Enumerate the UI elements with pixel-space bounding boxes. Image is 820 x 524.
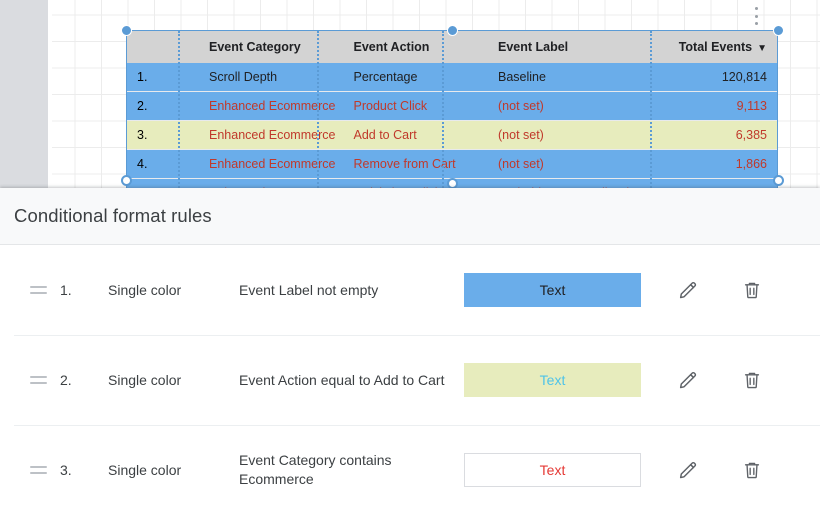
selection-handle-bottom-right[interactable] <box>773 175 784 186</box>
column-header-event-category[interactable]: Event Category <box>199 31 344 63</box>
table-cell-index: 4. <box>127 149 199 179</box>
report-canvas: Event Category Event Action Event Label … <box>0 0 820 188</box>
rule-index: 1. <box>60 282 72 298</box>
table-header-row: Event Category Event Action Event Label … <box>127 31 777 63</box>
table-cell-event-label: Android Tone Hoodie Black <box>488 178 633 188</box>
column-header-total-events[interactable]: Total Events ▼ <box>632 31 777 63</box>
table-cell-event-label: (not set) <box>488 149 633 179</box>
rule-description: Event Label not empty <box>239 281 379 298</box>
table-cell-event-category: Enhanced Ecommerce <box>199 149 344 179</box>
rule-preview-swatch[interactable]: Text <box>464 453 641 487</box>
table-cell-event-action: Percentage <box>343 63 488 92</box>
table-cell-event-category: Scroll Depth <box>199 63 344 92</box>
rule-preview-swatch[interactable]: Text <box>464 363 641 397</box>
rail-edge <box>48 0 52 188</box>
edit-rule-button[interactable] <box>656 459 720 481</box>
rule-description: Event Category contains Ecommerce <box>239 452 392 487</box>
rule-type: Single color <box>108 372 182 388</box>
page-title: Conditional format rules <box>14 205 212 226</box>
event-table: Event Category Event Action Event Label … <box>127 31 777 188</box>
rule-preview-swatch[interactable]: Text <box>464 273 641 307</box>
table-row[interactable]: 5.Enhanced EcommerceQuickview ClickAndro… <box>127 178 777 188</box>
dialog-header: Conditional format rules <box>0 188 820 245</box>
table-chart-component[interactable]: Event Category Event Action Event Label … <box>126 30 778 188</box>
selection-handle-bottom-left[interactable] <box>121 175 132 186</box>
table-cell-total-events: 6,385 <box>632 120 777 150</box>
table-cell-total-events: 1,866 <box>632 149 777 179</box>
rule-row: 1. Single color Event Label not empty Text <box>0 245 820 335</box>
selection-handle-top-left[interactable] <box>121 25 132 36</box>
edit-rule-button[interactable] <box>656 279 720 301</box>
edit-rule-button[interactable] <box>656 369 720 391</box>
table-cell-event-action: Remove from Cart <box>343 149 488 179</box>
delete-rule-button[interactable] <box>720 459 784 481</box>
table-cell-total-events: 120,814 <box>632 63 777 92</box>
delete-rule-button[interactable] <box>720 279 784 301</box>
table-cell-event-label: Baseline <box>488 63 633 92</box>
rule-preview-wrap: Text <box>464 273 656 307</box>
selection-handle-top-center[interactable] <box>447 25 458 36</box>
table-cell-event-label: (not set) <box>488 91 633 121</box>
table-cell-event-action: Quickview Click <box>343 178 488 188</box>
rule-index: 2. <box>60 372 72 388</box>
rule-row: 2. Single color Event Action equal to Add … <box>0 335 820 425</box>
drag-handle-icon[interactable] <box>14 466 60 474</box>
rule-type: Single color <box>108 462 182 478</box>
left-rail-panel <box>0 0 48 188</box>
table-cell-index: 5. <box>127 178 199 188</box>
rule-preview-wrap: Text <box>464 453 656 487</box>
table-cell-index: 3. <box>127 120 199 150</box>
table-cell-event-action: Product Click <box>343 91 488 121</box>
column-header-total-events-label: Total Events <box>678 40 753 54</box>
column-header-event-label[interactable]: Event Label <box>488 31 633 63</box>
rule-row: 3. Single color Event Category contains Ec… <box>0 425 820 515</box>
rule-description: Event Action equal to Add to Cart <box>239 371 445 388</box>
table-header: Event Category Event Action Event Label … <box>127 31 777 63</box>
column-header-index[interactable] <box>127 31 199 63</box>
table-cell-event-category: Enhanced Ecommerce <box>199 91 344 121</box>
selection-handle-top-right[interactable] <box>773 25 784 36</box>
table-cell-index: 2. <box>127 91 199 121</box>
table-cell-index: 1. <box>127 63 199 92</box>
table-cell-event-label: (not set) <box>488 120 633 150</box>
drag-handle-icon[interactable] <box>14 286 60 294</box>
caret-down-icon: ▼ <box>757 43 767 54</box>
selection-handle-bottom-center[interactable] <box>447 178 458 188</box>
table-cell-total-events: 9,113 <box>632 91 777 121</box>
more-vert-icon[interactable] <box>749 5 763 27</box>
rule-type: Single color <box>108 282 182 298</box>
rule-preview-wrap: Text <box>464 363 656 397</box>
table-cell-event-category: Enhanced Ecommerce <box>199 178 344 188</box>
delete-rule-button[interactable] <box>720 369 784 391</box>
drag-handle-icon[interactable] <box>14 376 60 384</box>
column-header-event-action[interactable]: Event Action <box>343 31 488 63</box>
rule-index: 3. <box>60 462 72 478</box>
table-cell-event-category: Enhanced Ecommerce <box>199 120 344 150</box>
table-cell-total-events: 1,220 <box>632 178 777 188</box>
table-cell-event-action: Add to Cart <box>343 120 488 150</box>
